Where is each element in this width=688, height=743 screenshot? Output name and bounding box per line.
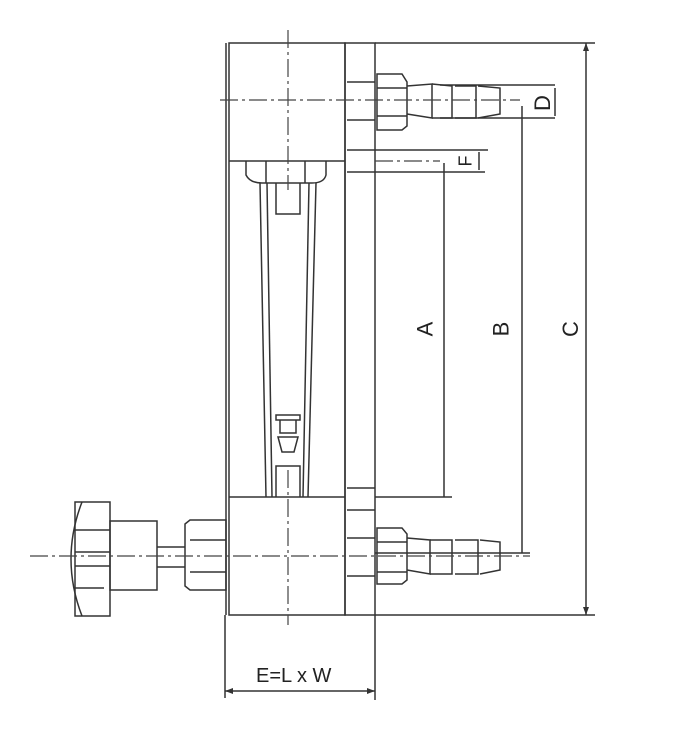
dimension-label-d: D	[529, 95, 555, 111]
dimension-label-a: A	[412, 321, 438, 337]
dimension-label-b: B	[488, 321, 514, 337]
dimension-label-f: F	[455, 155, 476, 167]
dimension-label-c: C	[557, 321, 583, 337]
meter-body	[228, 42, 346, 616]
dimension-label-e: E=L x W	[256, 665, 332, 687]
